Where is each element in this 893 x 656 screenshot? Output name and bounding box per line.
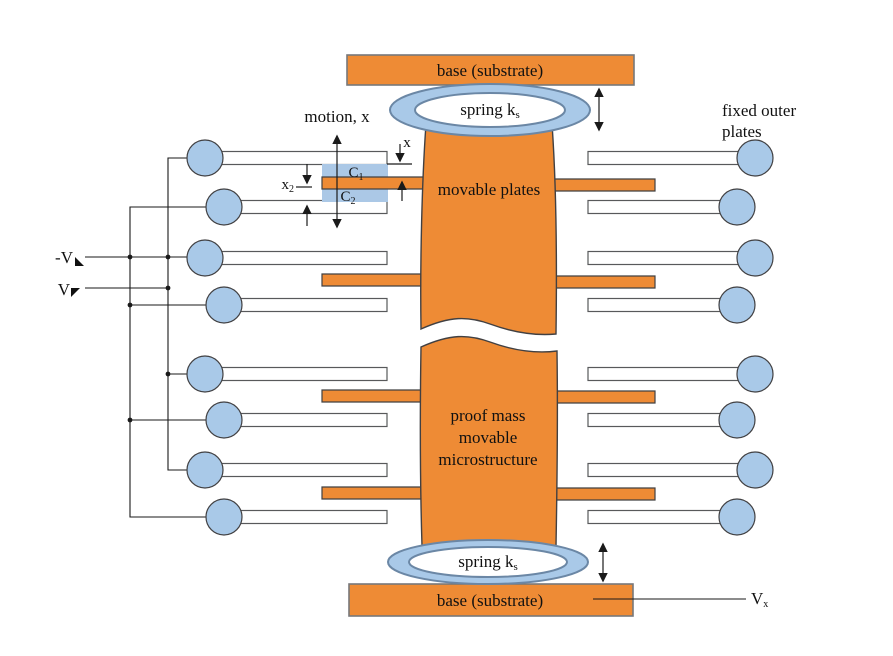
movable-finger — [550, 487, 656, 501]
motion-label: motion, x — [304, 107, 370, 126]
fixed-plates-right — [587, 150, 756, 525]
movable-finger — [321, 486, 430, 500]
gap-x2-label: x2 — [282, 177, 295, 195]
pos-drive-subscript-triangle-icon — [71, 288, 80, 297]
anchor-circle — [186, 239, 224, 277]
cap1-label: C1 — [348, 165, 363, 183]
junction-dot — [165, 371, 171, 377]
anchor-circle — [718, 498, 756, 536]
anchor-circle — [718, 188, 756, 226]
junction-dot — [165, 285, 171, 291]
fixed-plate-finger — [587, 412, 738, 428]
anchor-circle — [736, 355, 774, 393]
pos-drive-label: V — [58, 280, 71, 299]
junction-dot — [165, 254, 171, 260]
base-top-label: base (substrate) — [437, 61, 543, 80]
anchor-circle — [205, 188, 243, 226]
fixed-outer-plates-label-line2: plates — [722, 122, 762, 141]
wiring — [85, 157, 207, 518]
fixed-plate-finger — [587, 366, 756, 382]
output-label: Vx — [751, 589, 768, 610]
junction-dot — [127, 254, 133, 260]
fixed-plate-finger — [587, 462, 756, 478]
movable-finger — [321, 389, 430, 403]
spring-bottom-ellipse-inner — [408, 546, 568, 578]
fixed-outer-plates-label-line1: fixed outer — [722, 101, 796, 120]
spring-top-label: spring ks — [460, 100, 520, 121]
proof-mass-label-line2: movable — [459, 428, 518, 447]
fixed-plate-finger — [587, 297, 738, 313]
fixed-plate-finger — [587, 509, 738, 525]
proof-mass-upper — [420, 123, 558, 336]
dimension-arrows — [296, 87, 746, 600]
anchor-circle — [736, 239, 774, 277]
fixed-plate-finger — [204, 462, 388, 478]
cap2-label: C2 — [340, 189, 355, 207]
labels: base (substrate) spring ks fixed outer p… — [55, 61, 796, 610]
gap-x-label: x — [403, 135, 411, 151]
anchor-circle — [205, 498, 243, 536]
fixed-plate-finger — [204, 366, 388, 382]
fixed-plate-finger — [223, 509, 388, 525]
movable-plates-label: movable plates — [438, 180, 540, 199]
movable-finger — [550, 178, 656, 192]
anchor-circle — [186, 139, 224, 177]
spring-top-ellipse-inner — [414, 92, 566, 128]
wire-bus-right — [167, 157, 188, 471]
movable-structure — [321, 123, 656, 547]
anchors-right — [718, 139, 774, 536]
proof-mass-label-line3: microstructure — [438, 450, 537, 469]
fixed-plate-finger — [587, 250, 756, 266]
anchor-circle — [205, 286, 243, 324]
anchor-circle — [736, 139, 774, 177]
fixed-plate-finger — [587, 199, 738, 215]
movable-finger — [321, 273, 430, 287]
proof-mass-label-line1: proof mass — [450, 406, 525, 425]
anchors-left — [186, 139, 243, 536]
spring-top — [389, 83, 591, 137]
junction-dot — [127, 302, 133, 308]
fixed-plate-finger — [223, 412, 388, 428]
fixed-plate-finger — [204, 250, 388, 266]
anchor-circle — [718, 401, 756, 439]
wire-bus-left — [129, 206, 206, 518]
proof-mass-lower — [419, 335, 559, 547]
fixed-plate-finger — [223, 199, 388, 215]
fixed-plate-finger — [587, 150, 756, 166]
neg-drive-label: -V — [55, 248, 74, 267]
base-bottom-label: base (substrate) — [437, 591, 543, 610]
anchor-circle — [718, 286, 756, 324]
movable-finger — [550, 390, 656, 404]
movable-finger — [321, 176, 430, 190]
spring-bottom-label: spring ks — [458, 552, 518, 573]
substrate-top-bar — [346, 54, 635, 86]
anchor-circle — [205, 401, 243, 439]
movable-finger — [550, 275, 656, 289]
spring-bottom — [387, 539, 589, 585]
neg-drive-subscript-triangle-icon — [75, 257, 84, 266]
anchor-circle — [736, 451, 774, 489]
fixed-plate-finger — [223, 297, 388, 313]
anchor-circle — [186, 355, 224, 393]
junction-dot — [127, 417, 133, 423]
fixed-plate-finger — [204, 150, 388, 166]
anchor-circle — [186, 451, 224, 489]
